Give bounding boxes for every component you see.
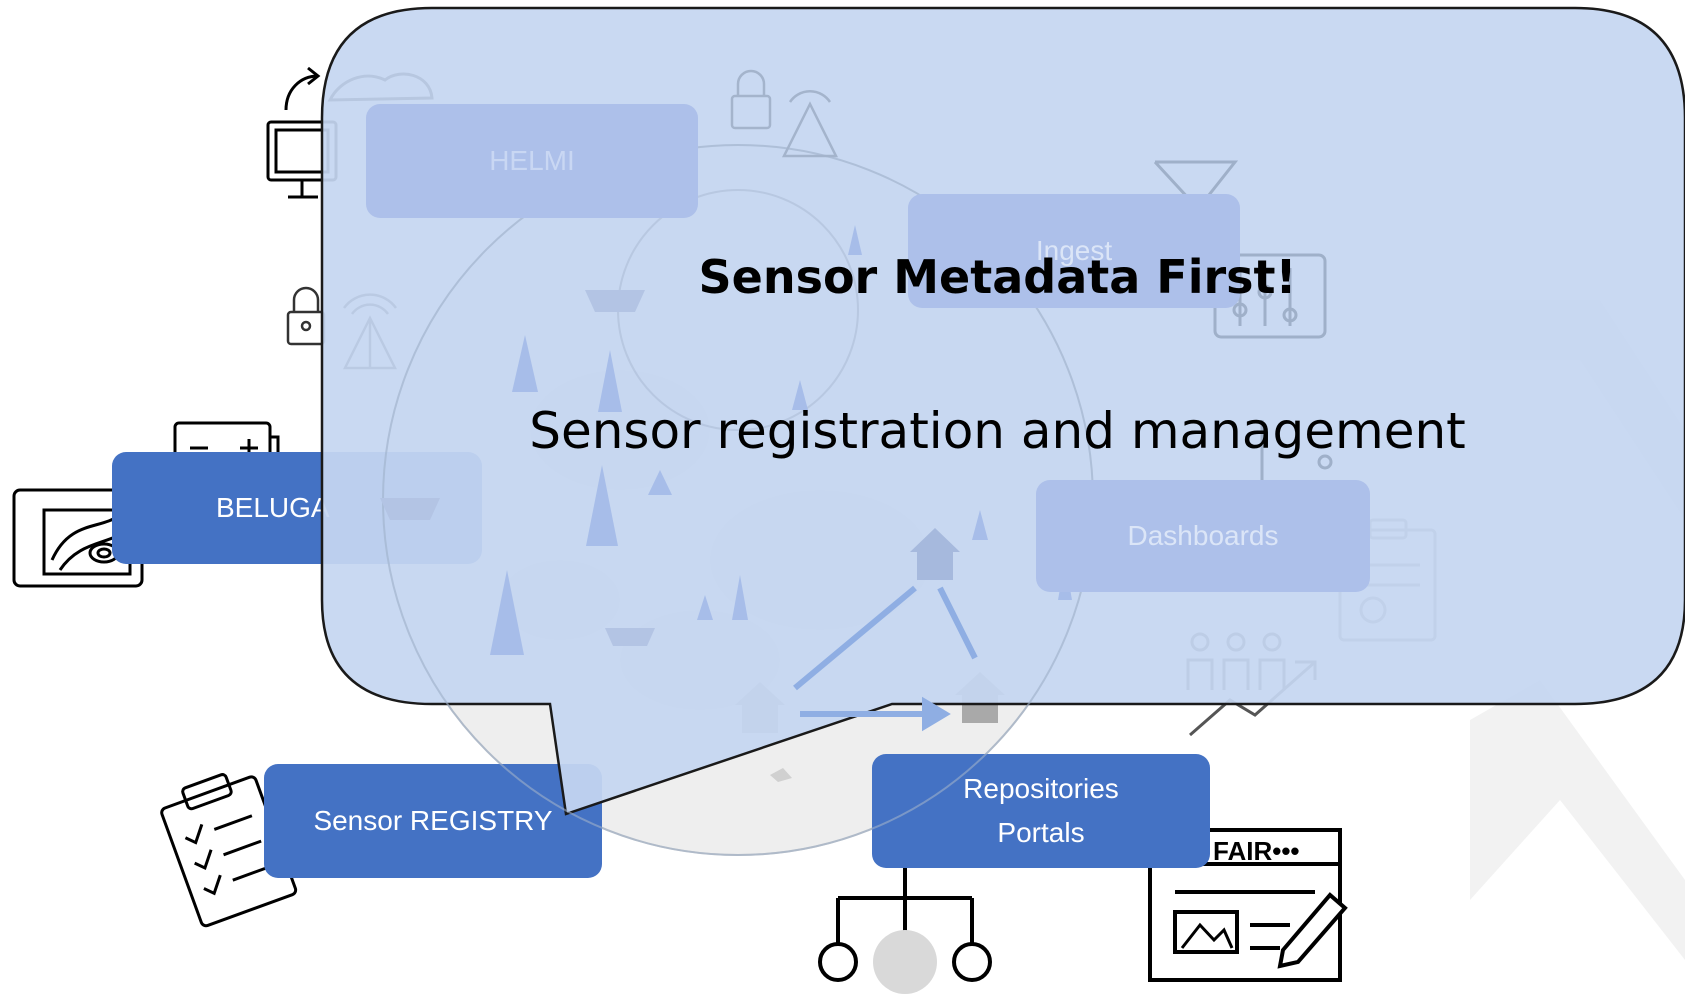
portals-label: Portals	[997, 817, 1085, 848]
helmi-label: HELMI	[489, 145, 575, 176]
helmi-box: HELMI	[366, 104, 698, 218]
ingest-box: Ingest	[908, 194, 1240, 308]
ingest-label: Ingest	[1035, 235, 1113, 266]
dashboards-box: Dashboards	[1036, 480, 1370, 592]
globe-icon	[873, 930, 937, 994]
sensor-registry-box: Sensor REGISTRY	[264, 764, 602, 878]
repositories-label: Repositories	[963, 773, 1119, 804]
callout-title: Sensor Metadata First!	[698, 250, 1297, 304]
hierarchy-network-icon	[818, 817, 992, 982]
repositories-portals-box: Repositories Portals	[872, 754, 1210, 868]
dashboards-label: Dashboards	[1127, 520, 1279, 551]
fair-label: FAIR•••	[1213, 836, 1300, 866]
people-growth-icon	[1186, 632, 1317, 737]
callout-subtitle: Sensor registration and management	[529, 402, 1466, 460]
beluga-box: BELUGA	[112, 452, 482, 564]
watermark-logo	[1470, 300, 1685, 960]
sensor-registry-label: Sensor REGISTRY	[313, 805, 553, 836]
beluga-label: BELUGA	[216, 492, 330, 523]
